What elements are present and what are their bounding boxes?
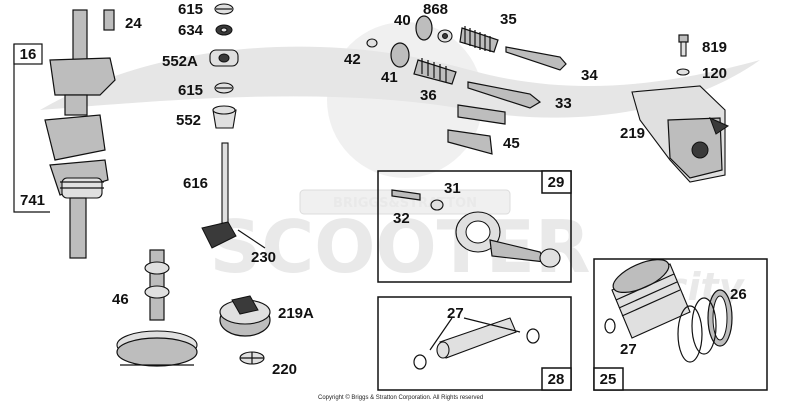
label-220: 220	[272, 361, 297, 378]
governor-shaft	[201, 142, 266, 249]
label-552a: 552A	[162, 53, 198, 70]
part-220	[239, 351, 265, 365]
box-25: 25	[593, 258, 768, 391]
governor-gear	[219, 295, 271, 337]
label-35: 35	[500, 11, 517, 28]
box-28-frame	[377, 296, 572, 391]
box-29-label: 29	[548, 174, 565, 191]
box-29: 29	[377, 170, 572, 283]
watermark-badge	[299, 189, 511, 215]
label-31: 31	[444, 180, 461, 197]
label-27-piston: 27	[620, 341, 637, 358]
box-16: 16	[13, 43, 50, 213]
box-25-frame	[593, 258, 768, 391]
label-819: 819	[702, 39, 727, 56]
box-25-tab	[593, 367, 624, 391]
breather-assembly	[631, 85, 730, 183]
label-46: 46	[112, 291, 129, 308]
box-28: 28	[377, 296, 572, 391]
box-29-frame	[377, 170, 572, 283]
governor-stack	[209, 3, 239, 129]
label-634: 634	[178, 22, 204, 39]
label-41: 41	[381, 69, 398, 86]
piston-pin	[413, 317, 540, 370]
camshaft	[116, 249, 198, 367]
label-24: 24	[125, 15, 142, 32]
label-27-pin: 27	[447, 305, 464, 322]
label-40: 40	[394, 12, 411, 29]
label-34: 34	[581, 67, 598, 84]
label-615-top: 615	[178, 1, 203, 18]
label-219: 219	[620, 125, 645, 142]
box-16-tab	[13, 43, 43, 65]
label-219a: 219A	[278, 305, 314, 322]
watermark-shield	[327, 22, 483, 178]
box-25-label: 25	[600, 371, 617, 388]
label-230: 230	[251, 249, 276, 266]
label-741: 741	[20, 192, 45, 209]
label-868: 868	[423, 1, 448, 18]
label-552: 552	[176, 112, 201, 129]
part-24-key	[103, 9, 115, 31]
valve-parts	[366, 15, 567, 155]
label-120: 120	[702, 65, 727, 82]
box-29-tab	[541, 170, 572, 194]
label-36: 36	[420, 87, 437, 104]
crankshaft	[44, 9, 116, 259]
bolt-819-washer-120	[676, 34, 690, 76]
connecting-rod	[391, 189, 561, 268]
label-32: 32	[393, 210, 410, 227]
box-28-label: 28	[548, 371, 565, 388]
box-16-frame	[13, 44, 50, 213]
label-616: 616	[183, 175, 208, 192]
watermark-text: SCOOTER	[210, 205, 591, 289]
label-42: 42	[344, 51, 361, 68]
box-28-tab	[541, 367, 572, 391]
piston-and-rings	[604, 258, 733, 363]
copyright-text: Copyright © Briggs & Stratton Corporatio…	[318, 394, 483, 401]
label-45: 45	[503, 135, 520, 152]
label-33: 33	[555, 95, 572, 112]
label-615-bottom: 615	[178, 82, 203, 99]
box-16-label: 16	[20, 46, 37, 63]
label-26: 26	[730, 286, 747, 303]
